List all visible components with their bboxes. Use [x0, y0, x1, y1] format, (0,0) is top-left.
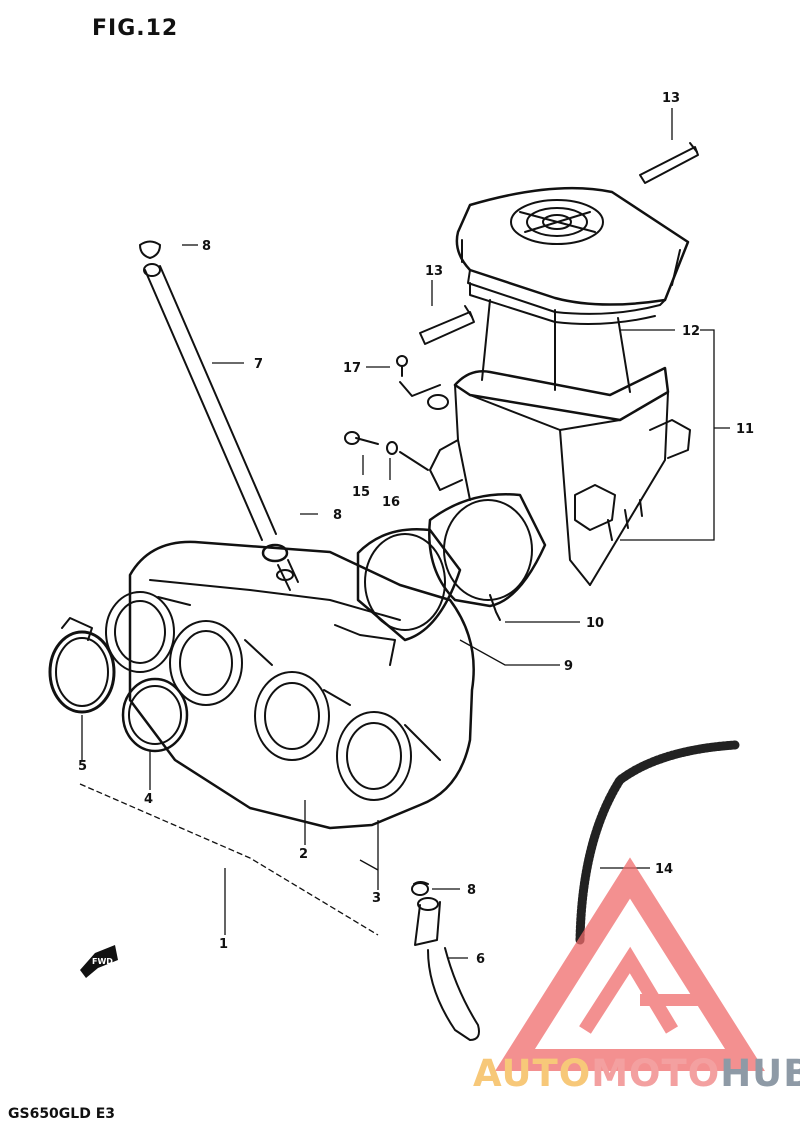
callout-7: 7	[254, 357, 263, 372]
part-rubber-boots	[105, 591, 441, 801]
part-intake-chamber	[128, 540, 475, 830]
callout-17: 14	[655, 862, 673, 877]
part-screw-16	[396, 355, 449, 410]
part-clamp-8-mid	[261, 543, 299, 591]
forward-arrow-icon: FWD	[80, 945, 118, 978]
part-clamp-5	[48, 617, 116, 714]
part-air-cleaner-box	[429, 299, 691, 586]
watermark-text: AUTOMOTOHUB	[473, 1052, 800, 1095]
part-breather-hose	[139, 240, 277, 541]
part-clamp-8-lower	[411, 881, 429, 896]
callout-11: 11	[736, 422, 754, 437]
part-bracket-lower	[419, 305, 475, 345]
model-code-label: GS650GLD E3	[8, 1106, 116, 1122]
callout-13-lower: 13	[425, 264, 443, 279]
leader-lines	[79, 108, 730, 959]
callout-numbers: 13 13 8 7 8 17 15 16 12 11 10 9 5 4 2 3 …	[78, 91, 754, 967]
part-bolt-14	[344, 431, 379, 445]
part-air-cleaner-lid	[455, 186, 690, 325]
watermark-part-moto: MOTO	[591, 1052, 721, 1095]
callout-8-mid: 8	[333, 508, 342, 523]
callout-6: 6	[476, 952, 485, 967]
callout-8-top: 8	[202, 239, 211, 254]
part-washer-15	[386, 441, 429, 471]
part-duct-9	[356, 528, 462, 642]
part-spring-17	[575, 740, 740, 945]
callout-5: 5	[78, 759, 87, 774]
callout-8-bottom: 8	[467, 883, 476, 898]
callout-4: 4	[144, 792, 153, 807]
part-clamp-10	[428, 493, 547, 621]
callout-3: 3	[372, 891, 381, 906]
callout-9: 9	[564, 659, 573, 674]
callout-2: 2	[299, 847, 308, 862]
part-ring-4	[121, 677, 189, 753]
callout-1: 1	[219, 937, 228, 952]
callout-13-upper: 13	[662, 91, 680, 106]
forward-arrow-label: FWD	[92, 957, 113, 966]
watermark-part-auto: AUTO	[473, 1052, 592, 1095]
callout-12: 12	[682, 324, 700, 339]
part-drain-hose-6	[414, 897, 480, 1041]
part-bracket-upper	[639, 142, 699, 184]
watermark-logo-icon	[495, 857, 765, 1071]
callout-16: 17	[343, 361, 361, 376]
callout-10: 10	[586, 616, 604, 631]
watermark-part-hub: HUB	[720, 1052, 800, 1095]
callout-14: 15	[352, 485, 370, 500]
figure-title: FIG.12	[92, 16, 179, 41]
callout-15: 16	[382, 495, 400, 510]
